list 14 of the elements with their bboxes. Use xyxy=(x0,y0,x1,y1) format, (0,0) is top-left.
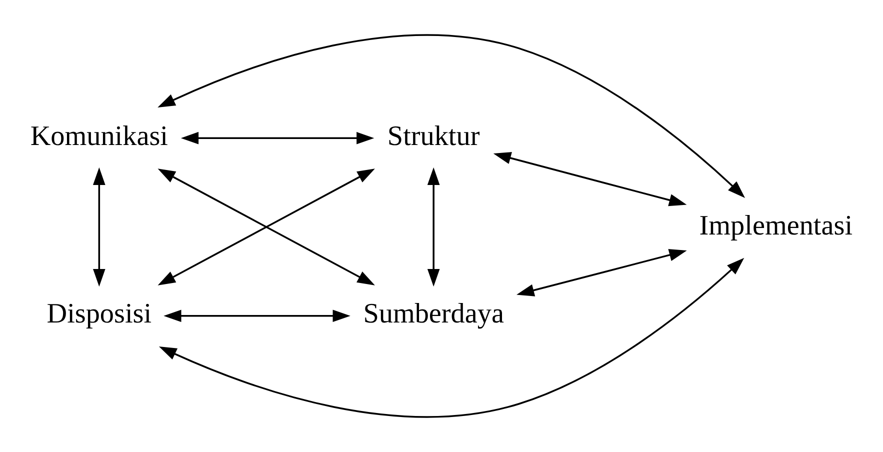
arrow xyxy=(158,258,744,418)
arrow xyxy=(427,167,440,287)
node-text: Implementasi xyxy=(699,210,853,242)
arrow xyxy=(158,34,746,198)
arrow xyxy=(158,168,375,286)
node-text: Disposisi xyxy=(46,298,152,330)
arrow xyxy=(164,310,350,322)
arrow xyxy=(493,152,687,206)
arrow xyxy=(516,249,687,296)
arrow xyxy=(180,132,374,144)
node-text: Struktur xyxy=(387,120,480,152)
node-text: Komunikasi xyxy=(30,120,168,152)
arrow xyxy=(93,167,106,287)
node-text: Sumberdaya xyxy=(363,298,504,330)
